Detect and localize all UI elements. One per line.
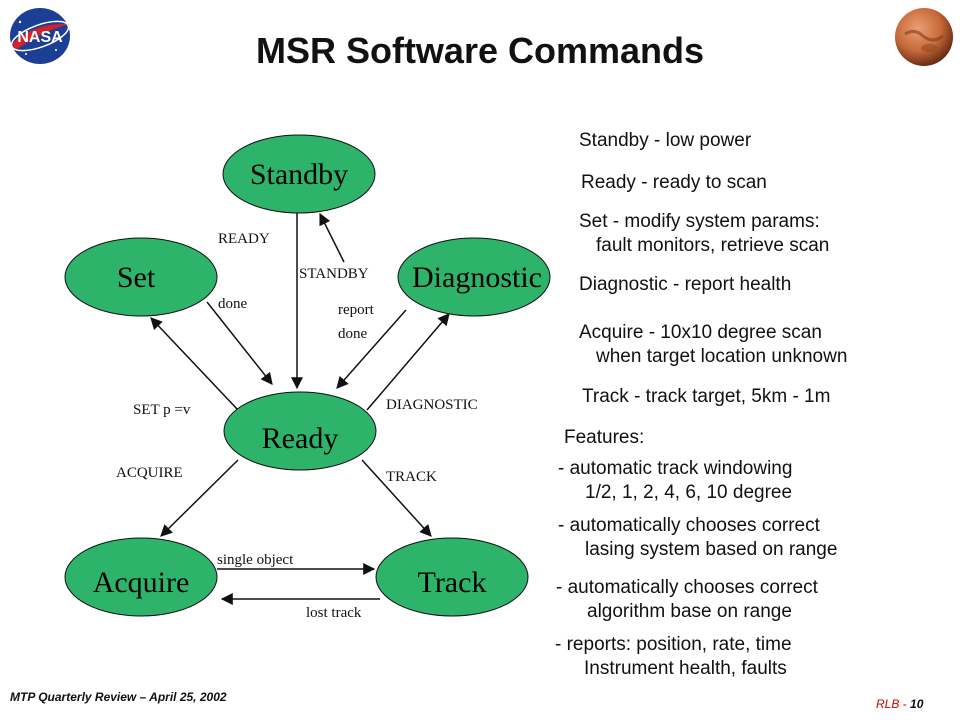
edge-label-report-done: done	[338, 326, 368, 342]
desc-standby: Standby - low power	[579, 130, 752, 151]
feature-item: - automatic track windowing 1/2, 1, 2, 4…	[558, 458, 793, 503]
edge-ready-to-acquire	[160, 459, 239, 537]
node-acquire: Acquire	[64, 537, 218, 617]
edge-ready-to-track	[361, 459, 432, 537]
edge-set-to-ready	[206, 301, 273, 385]
node-acquire-label: Acquire	[93, 566, 190, 599]
edge-label-diagnostic: DIAGNOSTIC	[386, 397, 478, 413]
nasa-logo: NASA	[10, 8, 70, 64]
edge-label-track: TRACK	[386, 469, 437, 485]
node-diagnostic-label: Diagnostic	[412, 261, 542, 294]
edge-label-acquire: ACQUIRE	[116, 465, 183, 481]
edge-label-single-object: single object	[217, 552, 294, 568]
page-title: MSR Software Commands	[255, 30, 705, 71]
node-ready-label: Ready	[262, 422, 339, 455]
feature-item: - automatically chooses correct algorith…	[556, 577, 818, 622]
desc-set: Set - modify system params: fault monito…	[579, 211, 830, 256]
edge-label-lost-track: lost track	[306, 605, 362, 621]
footer-author: RLB -	[876, 697, 911, 711]
edge-ready-to-set	[150, 317, 239, 411]
node-set-label: Set	[117, 261, 156, 294]
features-heading: Features:	[564, 427, 645, 448]
edge-label-done: done	[218, 296, 248, 312]
node-diagnostic: Diagnostic	[397, 237, 551, 317]
node-ready: Ready	[223, 391, 377, 471]
edge-label-set-p-v: SET p =v	[133, 402, 191, 418]
feature-item: - automatically chooses correct lasing s…	[558, 515, 838, 560]
desc-track: Track - track target, 5km - 1m	[582, 386, 831, 407]
node-standby-label: Standby	[250, 158, 348, 191]
node-track: Track	[375, 537, 529, 617]
edge-label-standby: STANDBY	[299, 266, 369, 282]
edge-label-report: report	[338, 302, 375, 318]
node-set: Set	[64, 237, 218, 317]
feature-item: - reports: position, rate, time Instrume…	[555, 634, 792, 679]
edge-ready-to-diagnostic	[366, 313, 450, 411]
edge-ready-to-standby	[319, 212, 345, 263]
page-number: 10	[910, 697, 924, 711]
node-track-label: Track	[418, 566, 487, 599]
footer-left: MTP Quarterly Review – April 25, 2002	[10, 690, 227, 704]
edge-label-ready: READY	[218, 231, 270, 247]
footer-right: RLB - 10	[876, 697, 923, 711]
mars-icon	[895, 8, 953, 66]
desc-diagnostic: Diagnostic - report health	[579, 274, 792, 295]
node-standby: Standby	[222, 134, 376, 214]
edge-diagnostic-to-ready	[336, 309, 407, 389]
nasa-logo-text: NASA	[17, 29, 63, 46]
desc-ready: Ready - ready to scan	[581, 172, 767, 193]
desc-acquire: Acquire - 10x10 degree scan when target …	[579, 322, 848, 367]
